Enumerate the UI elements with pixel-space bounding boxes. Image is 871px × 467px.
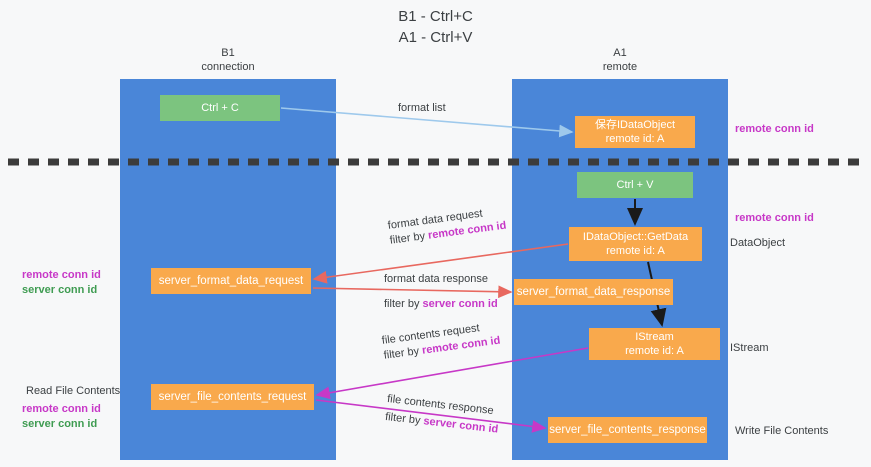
node-ctrl-v-label: Ctrl + V [616, 179, 654, 191]
node-server-file-contents-response[interactable]: server_file_contents_response [548, 417, 707, 443]
edge-label-format-data-response-line1: format data response [384, 273, 488, 285]
note-key-server: server conn id [22, 418, 98, 430]
node-getdata[interactable]: IDataObject::GetData remote id: A [569, 227, 702, 261]
node-idataobject-sublabel: remote id: A [605, 133, 665, 145]
node-server-file-contents-response-label: server_file_contents_response [549, 424, 706, 436]
page-title: B1 - Ctrl+C A1 - Ctrl+V [398, 8, 473, 46]
column-a1-sub: remote [602, 61, 638, 73]
note-key: remote conn id [735, 123, 814, 135]
conn-id-key: server conn id [422, 298, 498, 310]
filter-prefix: filter by [383, 344, 423, 362]
edge-label-format-list: format list [398, 102, 446, 114]
arrow-file-contents-request [315, 347, 589, 400]
node-server-format-data-request-label: server_format_data_request [158, 275, 304, 287]
edge-label-format-data-response: format data response filter by server co… [384, 272, 498, 312]
arrow-format-list [280, 107, 574, 138]
node-server-format-data-response[interactable]: server_format_data_response [514, 279, 673, 305]
arrow-format-data-request [312, 243, 569, 284]
node-idataobject[interactable]: 保存IDataObject remote id: A [575, 116, 695, 148]
node-getdata-sublabel: remote id: A [606, 245, 665, 257]
note-key-server: server conn id [22, 284, 98, 296]
node-ctrl-v[interactable]: Ctrl + V [577, 172, 693, 198]
filter-prefix: filter by [384, 298, 423, 310]
column-header-b1: B1 connection [120, 46, 336, 74]
node-ctrl-c-label: Ctrl + C [201, 102, 239, 114]
edge-label-format-data-response-line2: filter by server conn id [384, 297, 498, 312]
column-b1-name: B1 [221, 47, 235, 59]
arrow-format-data-response [312, 285, 513, 299]
node-server-file-contents-request[interactable]: server_file_contents_request [151, 384, 314, 410]
node-istream-label: IStream [635, 331, 674, 343]
note-left-conn-ids-bottom: remote conn id server conn id [22, 402, 101, 432]
filter-prefix: filter by [389, 229, 429, 247]
node-ctrl-c[interactable]: Ctrl + C [160, 95, 280, 121]
note-key-remote: remote conn id [22, 403, 101, 415]
node-istream-sublabel: remote id: A [625, 345, 684, 357]
note-right-dataobject: DataObject [730, 237, 786, 249]
note-left-conn-ids-top: remote conn id server conn id [22, 268, 101, 298]
node-getdata-label: IDataObject::GetData [582, 231, 689, 243]
node-server-format-data-request[interactable]: server_format_data_request [151, 268, 311, 294]
node-idataobject-label: 保存IDataObject [594, 119, 676, 131]
node-server-file-contents-request-label: server_file_contents_request [158, 391, 307, 403]
note-key: remote conn id [735, 212, 814, 224]
note-right-write-file-contents: Write File Contents [735, 425, 829, 437]
note-right-istream: IStream [730, 342, 769, 354]
note-left-read-file-contents: Read File Contents [26, 385, 121, 397]
note-right-remote-conn-id-mid: remote conn id [735, 211, 814, 226]
node-istream[interactable]: IStream remote id: A [589, 328, 720, 360]
column-a1-name: A1 [613, 47, 627, 59]
note-key-remote: remote conn id [22, 269, 101, 281]
note-right-remote-conn-id-top: remote conn id [735, 122, 814, 137]
column-b1-sub: connection [201, 61, 255, 73]
column-header-a1: A1 remote [512, 46, 728, 74]
arrow-file-contents-response [315, 399, 547, 433]
node-server-format-data-response-label: server_format_data_response [516, 286, 671, 298]
filter-prefix: filter by [384, 410, 425, 428]
